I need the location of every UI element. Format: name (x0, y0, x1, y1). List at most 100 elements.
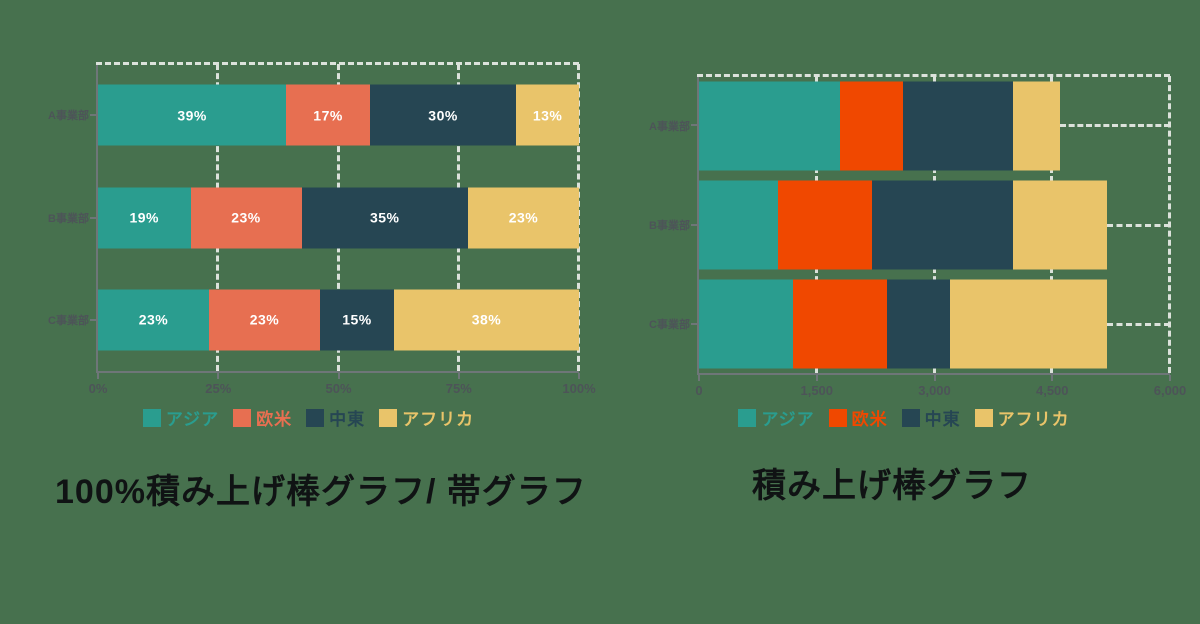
x-axis-tick-label: 25% (205, 381, 232, 396)
bar-segment (950, 279, 1108, 368)
legend-swatch (142, 408, 161, 427)
x-axis-tick (815, 375, 818, 381)
y-axis-tick (90, 216, 96, 219)
bar-segment (699, 180, 778, 269)
bar-segment (793, 279, 888, 368)
bar-segment: 23% (468, 187, 579, 248)
legend-swatch (828, 408, 847, 427)
stacked-chart-legend: アジア 欧米 中東 アフリカ (640, 405, 1168, 430)
bar-segment (871, 180, 1013, 269)
bar-segment: 23% (190, 187, 302, 248)
legend-swatch (379, 408, 398, 427)
bar-segment: 38% (394, 289, 579, 351)
segment-value-label: 23% (508, 209, 539, 226)
x-axis-tick-label: 3,000 (918, 383, 951, 398)
bar-segment: 13% (516, 84, 579, 146)
legend-label: アジア (761, 410, 815, 429)
legend-item: 欧米 (233, 405, 292, 430)
stacked-bar-row (699, 81, 1061, 170)
segment-value-label: 15% (342, 311, 372, 328)
y-axis-tick (691, 124, 697, 127)
legend-label: アフリカ (997, 410, 1070, 429)
legend-label: 中東 (924, 410, 961, 429)
stacked-bar-row: 23% 23% 15% 38% (98, 289, 579, 351)
x-axis-tick-label: 75% (445, 381, 472, 396)
x-axis-tick (578, 373, 580, 379)
segment-value-label: 13% (532, 107, 563, 124)
x-axis-tick-label: 50% (325, 381, 352, 396)
bar-segment (903, 81, 1013, 170)
legend-item: アジア (142, 405, 220, 430)
x-axis-tick (97, 373, 99, 379)
legend-item: 中東 (901, 405, 961, 430)
x-axis-tick-label: 1,500 (800, 383, 834, 398)
legend-label: 欧米 (256, 410, 293, 429)
category-label: B事業部 (649, 219, 690, 232)
x-axis-tick-label: 100% (562, 381, 596, 396)
bar-segment (699, 279, 794, 368)
stacked-chart-title: 積み上げ棒グラフ (752, 467, 1032, 505)
bar-segment: 23% (98, 289, 209, 351)
category-label: A事業部 (649, 120, 690, 133)
x-axis-tick (457, 373, 460, 379)
y-axis-tick (90, 318, 96, 321)
horizontal-gridline (1060, 124, 1170, 128)
x-axis-tick (217, 373, 220, 379)
y-axis-tick (691, 223, 697, 226)
legend-label: アジア (165, 410, 220, 429)
legend-item: 欧米 (828, 405, 888, 430)
stacked-bar-row: 19% 23% 35% 23% (98, 187, 579, 248)
x-axis-tick (1169, 375, 1171, 381)
x-axis-tick-label: 6,000 (1153, 383, 1187, 398)
bar-segment: 19% (98, 187, 191, 248)
legend-item: 中東 (306, 405, 365, 430)
bar-segment (887, 279, 951, 368)
horizontal-gridline (1107, 223, 1170, 227)
legend-label: 中東 (329, 410, 366, 429)
segment-value-label: 39% (177, 107, 207, 124)
segment-value-label: 38% (471, 311, 502, 328)
legend-swatch (306, 408, 325, 427)
category-label: C事業部 (48, 314, 89, 327)
legend-item: アフリカ (974, 405, 1070, 430)
bar-segment (840, 81, 904, 170)
bar-segment (777, 180, 872, 269)
segment-value-label: 17% (313, 107, 343, 124)
bar-segment: 39% (98, 84, 287, 146)
legend-swatch (974, 408, 993, 427)
x-axis-tick-label: 0% (88, 381, 108, 396)
stacked-bar-row: 39% 17% 30% 13% (98, 84, 579, 146)
legend-swatch (901, 408, 920, 427)
x-axis-tick (337, 373, 340, 379)
segment-value-label: 23% (249, 311, 280, 328)
segment-value-label: 19% (129, 209, 160, 226)
bar-segment: 15% (320, 289, 394, 351)
bar-segment (1012, 81, 1061, 170)
bar-segment: 17% (286, 84, 370, 146)
bar-segment: 35% (301, 187, 468, 248)
bar-segment (1013, 180, 1108, 269)
bar-segment: 23% (209, 289, 320, 351)
segment-value-label: 23% (138, 311, 169, 328)
legend-item: アジア (738, 405, 814, 430)
legend-label: アフリカ (402, 410, 475, 429)
y-axis-tick (691, 322, 697, 325)
x-axis-tick (933, 375, 936, 381)
percent-chart-title: 100%積み上げ棒グラフ/ 帯グラフ (55, 473, 587, 511)
bar-segment (699, 81, 841, 170)
percent-chart-legend: アジア 欧米 中東 アフリカ (40, 405, 577, 430)
y-axis-tick (90, 114, 96, 117)
bar-segment: 30% (369, 84, 517, 146)
horizontal-gridline (1107, 322, 1170, 326)
category-label: C事業部 (649, 318, 690, 331)
legend-swatch (738, 408, 757, 427)
segment-value-label: 35% (369, 209, 400, 226)
legend-label: 欧米 (851, 410, 888, 429)
legend-swatch (233, 408, 252, 427)
segment-value-label: 23% (231, 209, 261, 226)
